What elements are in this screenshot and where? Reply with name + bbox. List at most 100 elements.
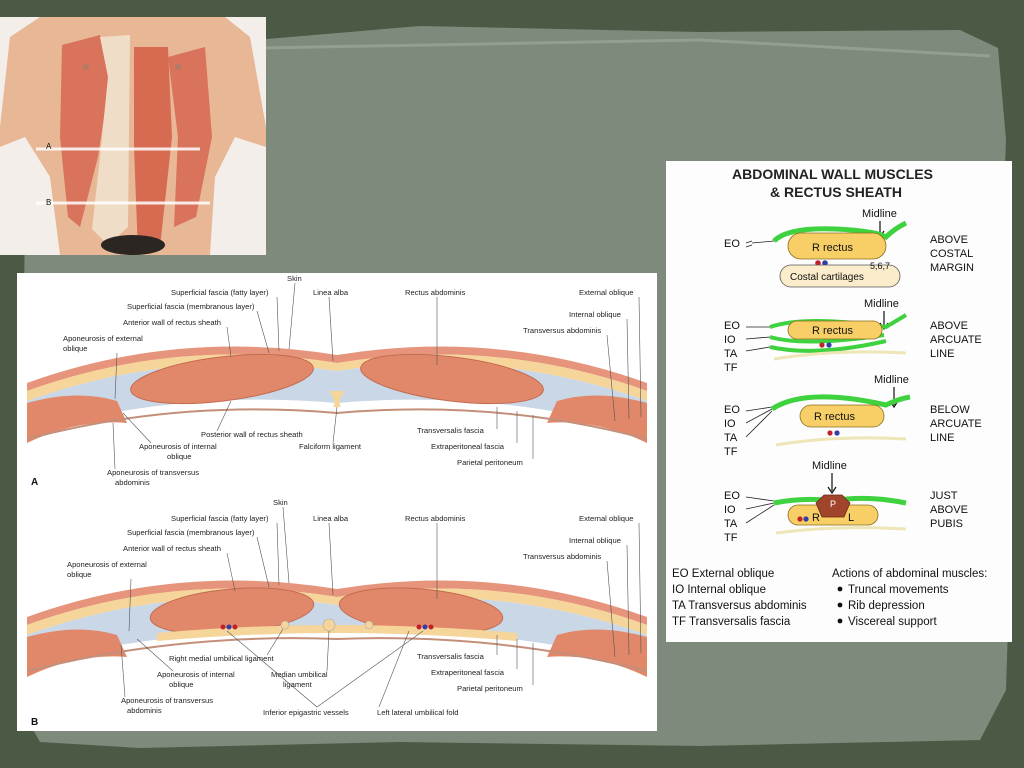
a-label-apo-io-2: oblique: [167, 452, 192, 461]
level-1-line-3: MARGIN: [930, 262, 974, 274]
a-label-skin: Skin: [287, 274, 302, 283]
b-panel-letter: B: [31, 717, 38, 728]
legend-tf: TF Transversalis fascia: [672, 616, 791, 628]
b-label-transversalis: Transversalis fascia: [417, 652, 485, 661]
level-2-line-2: ARCUATE: [930, 334, 982, 346]
eo-label-1: EO: [724, 238, 740, 250]
a-label-extraperitoneal: Extraperitoneal fascia: [431, 442, 505, 451]
level-3-line-2: ARCUATE: [930, 418, 982, 430]
level-1-line-1: ABOVE: [930, 234, 968, 246]
ta-label-4: TA: [724, 518, 738, 530]
b-label-right-medial: Right medial umbilical ligament: [169, 654, 275, 663]
midline-label-4: Midline: [812, 460, 847, 472]
a-label-apo-ta-1: Aponeurosis of transversus: [107, 468, 199, 477]
action-1: Truncal movements: [848, 584, 949, 596]
ta-label-3: TA: [724, 432, 738, 444]
a-label-posterior-wall: Posterior wall of rectus sheath: [201, 430, 303, 439]
r-rectus-label-1: R rectus: [812, 242, 853, 254]
midline-label-1: Midline: [862, 208, 897, 220]
b-label-transversus: Transversus abdominis: [523, 552, 601, 561]
b-label-fatty: Superficial fascia (fatty layer): [171, 514, 269, 523]
sheath-level-above-costal: Midline EO R rectus Costal cartilages 5,…: [724, 208, 974, 288]
sheath-level-above-arcuate: Midline EO IO TA TF R rectus ABOVE ARCUA…: [724, 298, 982, 374]
io-label-4: IO: [724, 504, 736, 516]
sheath-title-line-1: ABDOMINAL WALL MUSCLES: [732, 166, 933, 182]
l-label: L: [848, 512, 854, 524]
level-4-line-3: PUBIS: [930, 518, 963, 530]
level-2-line-3: LINE: [930, 348, 954, 360]
cross-section-a: Skin Superficial fascia (fatty layer) Su…: [26, 274, 648, 488]
a-label-apo-eo-1: Aponeurosis of external: [63, 334, 143, 343]
a-label-linea-alba: Linea alba: [313, 288, 349, 297]
cross-section-b: Skin Superficial fascia (fatty layer) Su…: [26, 498, 648, 728]
eo-label-4: EO: [724, 490, 740, 502]
b-label-left-lateral: Left lateral umbilical fold: [377, 708, 458, 717]
a-label-external-oblique: External oblique: [579, 288, 633, 297]
b-label-parietal: Parietal peritoneum: [457, 684, 523, 693]
level-2-line-1: ABOVE: [930, 320, 968, 332]
legend-eo: EO External oblique: [672, 568, 774, 580]
level-3-line-1: BELOW: [930, 404, 970, 416]
b-label-median-1: Median umbilical: [271, 670, 328, 679]
b-label-rectus: Rectus abdominis: [405, 514, 466, 523]
b-label-apo-ta-1: Aponeurosis of transversus: [121, 696, 213, 705]
midline-label-3: Midline: [874, 374, 909, 386]
sheath-level-above-pubis: Midline EO IO TA TF P R L JUST ABOVE PUB…: [724, 460, 968, 544]
b-label-inferior-epigastric: Inferior epigastric vessels: [263, 708, 349, 717]
b-label-anterior-wall: Anterior wall of rectus sheath: [123, 544, 221, 553]
eo-label-3: EO: [724, 404, 740, 416]
sheath-legend: EO External oblique IO Internal oblique …: [672, 568, 987, 628]
torso-illustration: A B: [0, 17, 266, 255]
tf-label-3: TF: [724, 446, 738, 458]
b-label-apo-ta-2: abdominis: [127, 706, 162, 715]
level-1-line-2: COSTAL: [930, 248, 973, 260]
torso-label-a: A: [46, 142, 52, 151]
midline-label-2: Midline: [864, 298, 899, 310]
a-label-rectus: Rectus abdominis: [405, 288, 466, 297]
level-4-line-1: JUST: [930, 490, 958, 502]
a-label-membranous: Superficial fascia (membranous layer): [127, 302, 255, 311]
b-label-apo-io-2: oblique: [169, 680, 194, 689]
io-label-2: IO: [724, 334, 736, 346]
r-rectus-label-2: R rectus: [812, 325, 853, 337]
b-label-linea-alba: Linea alba: [313, 514, 349, 523]
a-panel-letter: A: [31, 477, 38, 488]
b-label-apo-io-1: Aponeurosis of internal: [157, 670, 235, 679]
a-label-internal-oblique: Internal oblique: [569, 310, 621, 319]
actions-title: Actions of abdominal muscles:: [832, 568, 987, 580]
level-3-line-3: LINE: [930, 432, 954, 444]
b-label-membranous: Superficial fascia (membranous layer): [127, 528, 255, 537]
torso-label-b: B: [46, 198, 51, 207]
a-label-apo-eo-2: oblique: [63, 344, 88, 353]
legend-io: IO Internal oblique: [672, 584, 766, 596]
action-3: Viscereal support: [848, 616, 937, 628]
b-label-apo-eo-1: Aponeurosis of external: [67, 560, 147, 569]
r-label: R: [812, 512, 820, 524]
io-label-3: IO: [724, 418, 736, 430]
r-rectus-label-3: R rectus: [814, 411, 855, 423]
b-label-internal-oblique: Internal oblique: [569, 536, 621, 545]
sheath-level-below-arcuate: Midline EO IO TA TF R rectus BELOW ARCUA…: [724, 374, 982, 458]
pyramidalis-label: P: [830, 499, 836, 509]
a-label-anterior-wall: Anterior wall of rectus sheath: [123, 318, 221, 327]
cartilage-numbers: 5,6,7: [870, 261, 890, 271]
tf-label-2: TF: [724, 362, 738, 374]
b-label-apo-eo-2: oblique: [67, 570, 92, 579]
level-4-line-2: ABOVE: [930, 504, 968, 516]
b-label-median-2: ligament: [283, 680, 313, 689]
b-label-skin: Skin: [273, 498, 288, 507]
action-2: Rib depression: [848, 600, 925, 612]
a-label-falciform: Falciform ligament: [299, 442, 362, 451]
legend-ta: TA Transversus abdominis: [672, 600, 807, 612]
rectus-sheath-panel: ABDOMINAL WALL MUSCLES & RECTUS SHEATH M…: [666, 161, 1012, 642]
a-label-parietal: Parietal peritoneum: [457, 458, 523, 467]
costal-cartilages-label: Costal cartilages: [790, 272, 864, 283]
eo-label-2: EO: [724, 320, 740, 332]
a-label-transversalis: Transversalis fascia: [417, 426, 485, 435]
ta-label-2: TA: [724, 348, 738, 360]
b-label-external-oblique: External oblique: [579, 514, 633, 523]
a-label-transversus: Transversus abdominis: [523, 326, 601, 335]
a-label-apo-ta-2: abdominis: [115, 478, 150, 487]
a-label-apo-io-1: Aponeurosis of internal: [139, 442, 217, 451]
cross-section-panel: Skin Superficial fascia (fatty layer) Su…: [17, 273, 657, 731]
